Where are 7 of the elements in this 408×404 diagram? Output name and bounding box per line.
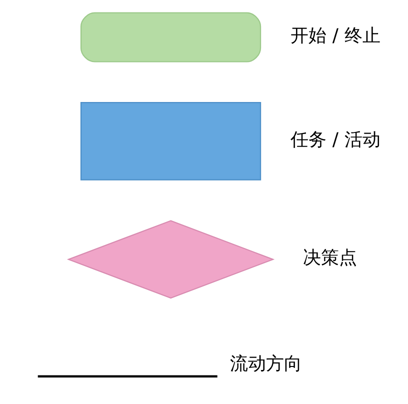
node-box: [80, 12, 262, 62]
node-box: [80, 102, 262, 180]
node-label: 决策点: [302, 248, 357, 269]
legend-label: 流动方向: [230, 353, 302, 374]
node-label: 开始 / 终止: [290, 26, 380, 47]
node-label: 任务 / 活动: [290, 130, 380, 151]
node-diamond: [66, 220, 275, 299]
